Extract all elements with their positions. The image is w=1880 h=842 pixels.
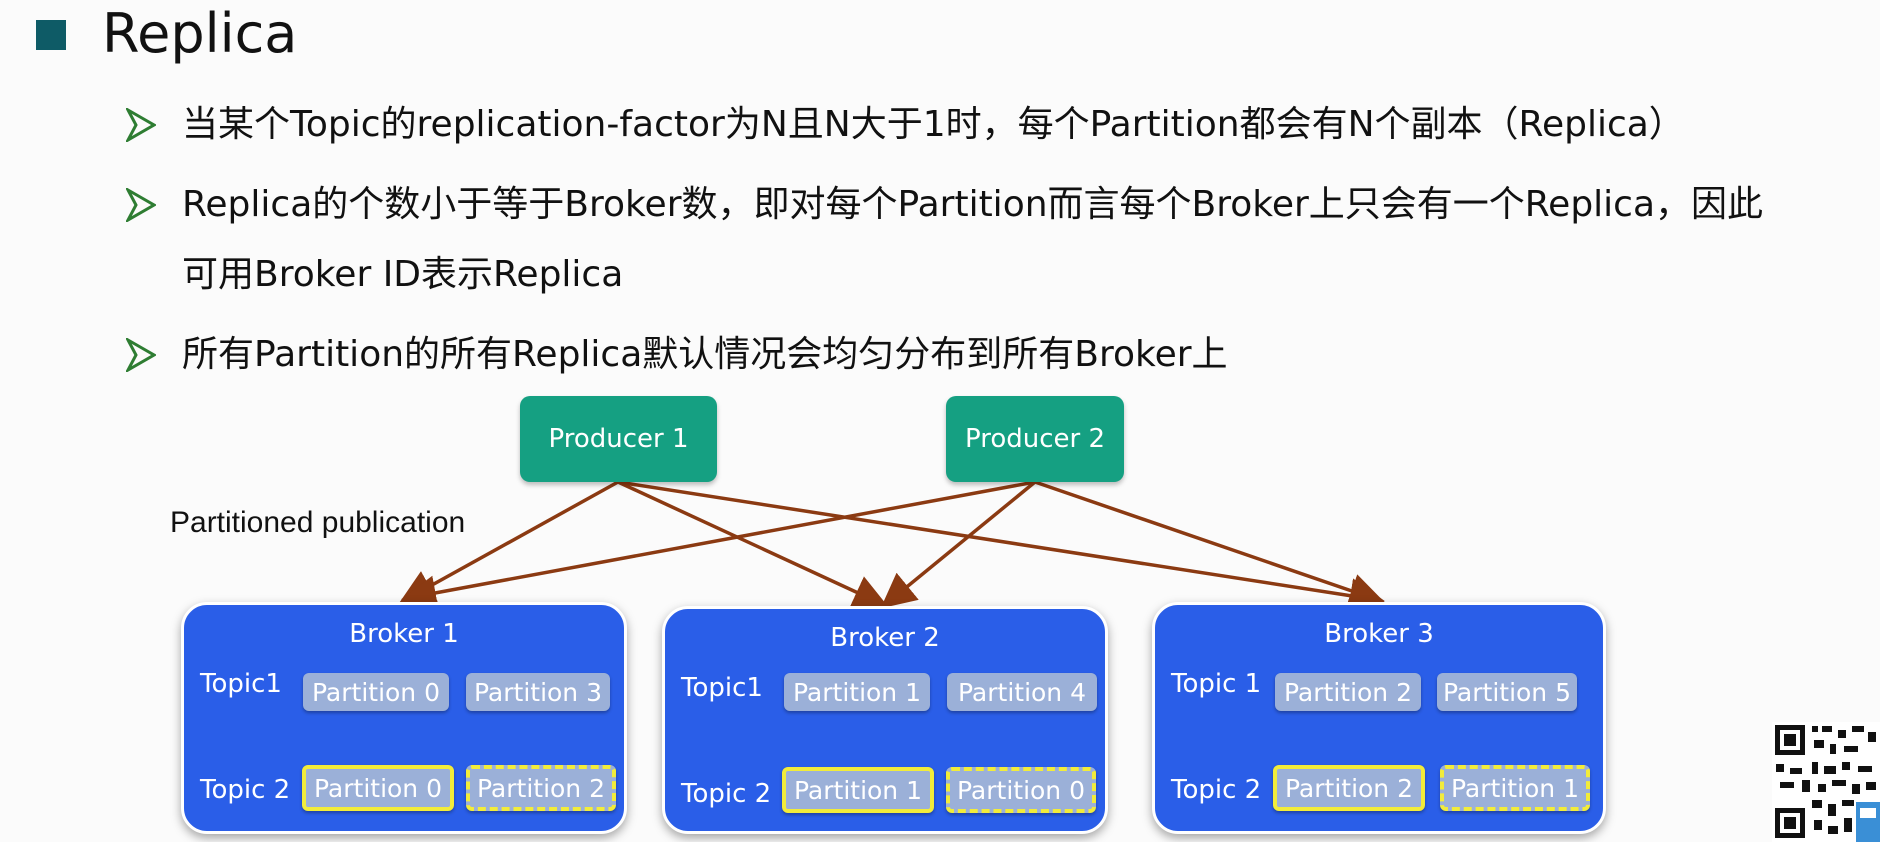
bullet-text: 当某个Topic的replication-factor为N且N大于1时，每个Pa…	[182, 104, 1685, 145]
broker-2-box: Broker 2 Topic1 Partition 1 Partition 4 …	[662, 606, 1108, 834]
partition-box-leader: Partition 1	[782, 767, 934, 813]
partition-box-leader: Partition 2	[1273, 765, 1425, 811]
arrow-bullet-icon	[126, 188, 156, 222]
arrow-p2-b3	[1034, 480, 1385, 608]
bullet-text: Replica的个数小于等于Broker数，即对每个Partition而言每个B…	[182, 184, 1764, 225]
partition-box: Partition 4	[947, 673, 1097, 711]
arrow-p1-b3	[617, 480, 1385, 613]
producer-2-box: Producer 2	[946, 396, 1124, 482]
broker-name: Broker 3	[1324, 619, 1434, 649]
slide-title: Replica	[102, 2, 298, 65]
partition-box: Partition 3	[466, 673, 610, 711]
topic-label: Topic1	[681, 673, 763, 703]
partitioned-publication-label: Partitioned publication	[170, 506, 466, 539]
title-bullet-square	[36, 20, 66, 50]
bullet-text: 可用Broker ID表示Replica	[182, 254, 624, 295]
broker-name: Broker 1	[349, 619, 459, 649]
topic-label: Topic1	[200, 669, 282, 699]
broker-name: Broker 2	[830, 623, 940, 653]
partition-box: Partition 5	[1437, 673, 1577, 711]
arrow-bullet-icon	[126, 338, 156, 372]
arrow-bullet-icon	[126, 108, 156, 142]
topic-label: Topic 1	[1171, 669, 1262, 699]
arrow-p2-b2	[880, 480, 1037, 609]
topic-label: Topic 2	[681, 779, 772, 809]
broker-3-box: Broker 3 Topic 1 Partition 2 Partition 5…	[1152, 602, 1606, 834]
partition-box: Partition 0	[303, 673, 449, 711]
broker-1-box: Broker 1 Topic1 Partition 0 Partition 3 …	[181, 602, 627, 834]
arrow-p2-b1	[401, 480, 1036, 611]
bullet-text: 所有Partition的所有Replica默认情况会均匀分布到所有Broker上	[182, 334, 1228, 375]
qr-code-icon	[1772, 722, 1880, 842]
producer-1-box: Producer 1	[520, 396, 717, 482]
arrow-p1-b2	[617, 480, 889, 609]
partition-box-leader: Partition 0	[302, 765, 454, 811]
partition-box-follower: Partition 2	[466, 765, 616, 811]
topic-label: Topic 2	[200, 775, 291, 805]
arrow-p1-b1	[398, 480, 619, 604]
partition-box-follower: Partition 0	[946, 767, 1096, 813]
topic-label: Topic 2	[1171, 775, 1262, 805]
partition-box: Partition 1	[784, 673, 930, 711]
partition-box: Partition 2	[1275, 673, 1421, 711]
partition-box-follower: Partition 1	[1440, 765, 1590, 811]
